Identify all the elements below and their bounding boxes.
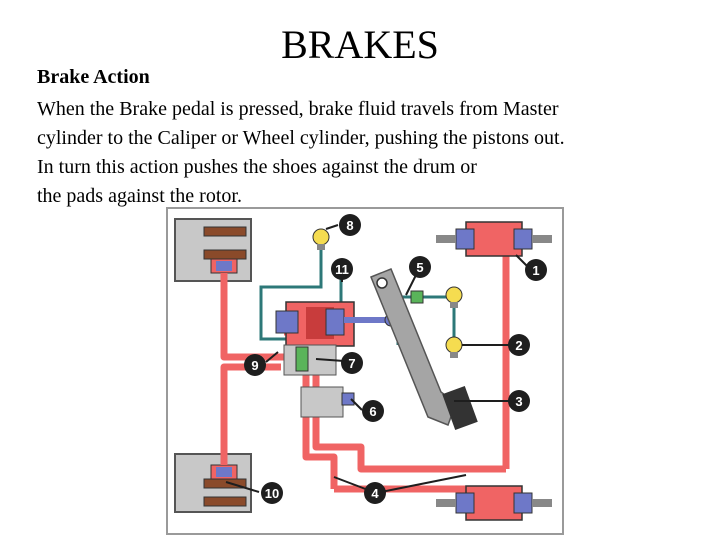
proportioning-valve — [300, 386, 344, 418]
pedal-pivot — [376, 277, 388, 289]
wheel-piston — [216, 467, 232, 477]
callout-6: 6 — [362, 400, 384, 422]
caliper-front — [436, 221, 552, 257]
callout-9: 9 — [244, 354, 266, 376]
valve-switch — [295, 346, 309, 372]
svg-text:1: 1 — [532, 263, 539, 278]
svg-text:6: 6 — [369, 404, 376, 419]
callout-2: 2 — [508, 334, 530, 356]
body-line: cylinder to the Caliper or Wheel cylinde… — [37, 127, 565, 149]
callout-11: 11 — [331, 258, 353, 280]
slide-title: BRAKES — [281, 22, 439, 67]
body-line: the pads against the rotor. — [37, 185, 242, 207]
svg-text:4: 4 — [371, 486, 379, 501]
svg-text:10: 10 — [265, 486, 279, 501]
wheel-piston — [216, 261, 232, 271]
svg-text:3: 3 — [515, 394, 522, 409]
callout-5: 5 — [409, 256, 431, 278]
svg-text:2: 2 — [515, 338, 522, 353]
master-cylinder — [275, 301, 398, 347]
body-line: In turn this action pushes the shoes aga… — [37, 156, 477, 178]
body-paragraph: When the Brake pedal is pressed, brake f… — [37, 95, 707, 211]
stop-lamp — [445, 286, 463, 308]
section-heading: Brake Action — [37, 66, 150, 88]
svg-text:9: 9 — [251, 358, 258, 373]
brake-shoe — [203, 496, 247, 507]
pedal-pad — [442, 386, 478, 430]
brake-shoe — [203, 249, 247, 260]
brake-system-diagram: 8 11 5 1 2 9 7 3 6 4 10 — [166, 207, 564, 535]
body-line: When the Brake pedal is pressed, brake f… — [37, 98, 559, 120]
svg-text:11: 11 — [335, 262, 349, 277]
svg-text:7: 7 — [348, 356, 355, 371]
callout-8: 8 — [339, 214, 361, 236]
svg-text:8: 8 — [346, 218, 353, 233]
callout-1: 1 — [525, 259, 547, 281]
callout-10: 10 — [261, 482, 283, 504]
brake-light-switch — [410, 290, 424, 304]
caliper-rear — [436, 485, 552, 521]
callout-3: 3 — [508, 390, 530, 412]
callout-4: 4 — [364, 482, 386, 504]
brake-shoe — [203, 226, 247, 237]
warning-lamp — [312, 228, 330, 250]
callout-7: 7 — [341, 352, 363, 374]
svg-text:5: 5 — [416, 260, 423, 275]
valve-adjuster — [341, 392, 355, 406]
